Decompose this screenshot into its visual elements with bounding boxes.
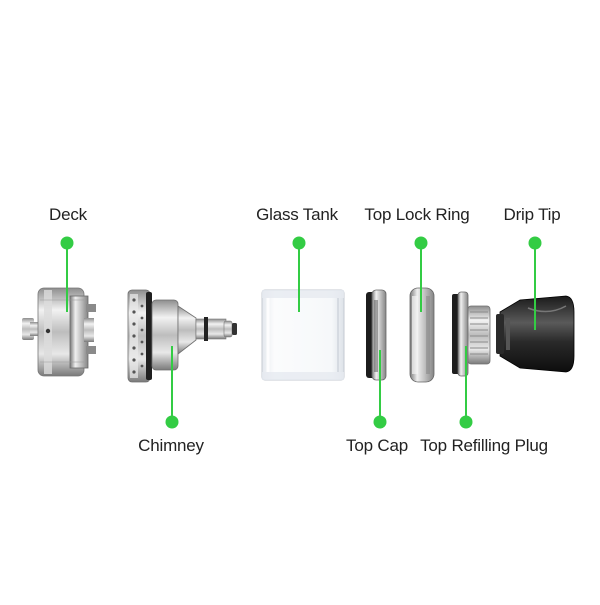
callout-dot-top-lock-ring [414, 236, 428, 250]
callout-dot-drip-tip [528, 236, 542, 250]
callout-dot-chimney [165, 415, 179, 429]
label-deck: Deck [49, 205, 87, 224]
label-drip-tip: Drip Tip [503, 205, 561, 224]
glass-tank-part [261, 289, 345, 381]
callout-lines [60, 236, 542, 429]
drip-tip-part [496, 295, 575, 373]
label-top-cap: Top Cap [346, 436, 408, 455]
label-top-refilling-plug: Top Refilling Plug [420, 436, 548, 455]
top-refilling-plug-part [452, 291, 491, 377]
label-chimney: Chimney [138, 436, 204, 455]
label-top-lock-ring: Top Lock Ring [364, 205, 470, 224]
callout-dot-top-cap [373, 415, 387, 429]
callout-dot-deck [60, 236, 74, 250]
deck-part [22, 287, 96, 377]
label-glass-tank: Glass Tank [256, 205, 338, 224]
top-cap-part [366, 289, 387, 381]
callout-dot-top-refilling-plug [459, 415, 473, 429]
chimney-part [127, 289, 237, 383]
callout-dot-glass-tank [292, 236, 306, 250]
